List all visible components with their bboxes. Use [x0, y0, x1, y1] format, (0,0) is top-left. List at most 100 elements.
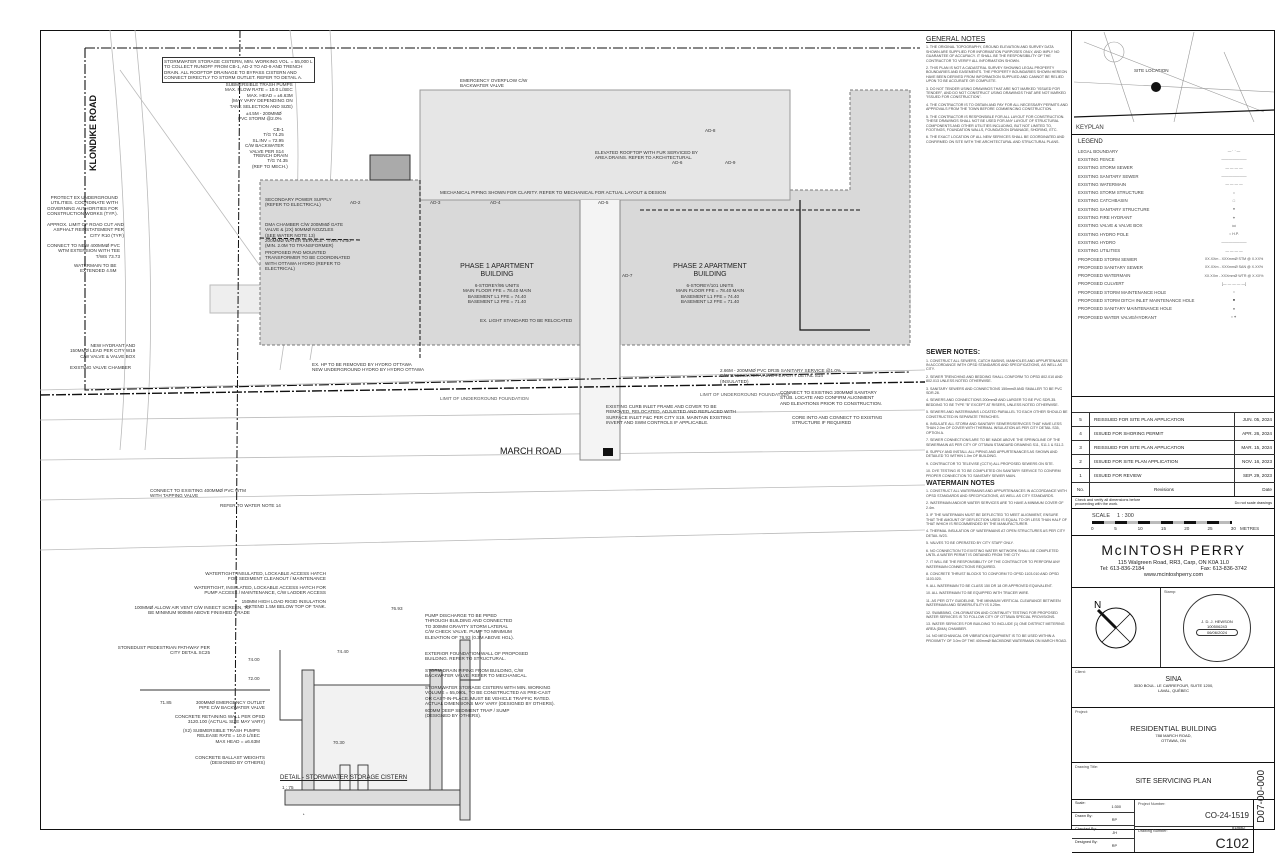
phase2-title: PHASE 2 APARTMENT BUILDING [673, 263, 747, 278]
march-road-lines [40, 369, 925, 551]
ad-label: AD-5 [598, 200, 609, 205]
legend-item: EXISTING WATERMAIN — — — — [1072, 180, 1275, 188]
sewer-note: 8. SUPPLY AND INSTALL ALL PIPING AND APP… [926, 450, 1058, 459]
detail-title: DETAIL - STORMWATER STORAGE CISTERN [280, 775, 408, 781]
callout-elevated-rooftop: ELEVATED ROOFTOP WITH FUR SERVICED BY AR… [595, 150, 698, 161]
scale-field-label: Scale: [1075, 801, 1086, 805]
legend-item: EXISTING FIRE HYDRANT ✦ [1072, 213, 1275, 221]
elevation-label: 76.93 [391, 606, 403, 611]
legend-item: EXISTING SANITARY STRUCTURE● [1072, 205, 1275, 213]
legend-label: PROPOSED WATERMAIN [1078, 273, 1131, 279]
project-name: RESIDENTIAL BUILDING [1130, 724, 1217, 733]
detail-callout: 300mmØ EMERGENCY OUTLET PIPE C/W BACKWAT… [195, 700, 265, 711]
legend-symbol: ✦ [1232, 215, 1236, 220]
scale-tick: 15 [1160, 526, 1167, 531]
water-note: 14. NO MECHANICAL OR VIBRATION EQUIPMENT… [926, 634, 1068, 643]
legend-label: EXISTING SANITARY STRUCTURE [1078, 206, 1150, 212]
company-block: McINTOSH PERRY 115 Walgreen Road, RR3, C… [1072, 536, 1275, 588]
engineer-seal: J. D. J. HEWSON 100506243 06/06/2024 [1183, 594, 1251, 662]
callout-storm-pipe: ±4.5m - 200mmØ PVC STORM @2.0% [238, 111, 282, 122]
info-block: Scale:1:300 Drawn By:RP Checked By:JH De… [1072, 800, 1254, 853]
legend-item: PROPOSED CULVERT [— — — — —] [1072, 280, 1275, 288]
water-note: 8. CONCRETE THRUST BLOCKS TO CONFORM TO … [926, 572, 1059, 581]
legend-label: EXISTING FIRE HYDRANT [1078, 215, 1133, 221]
legend-symbol: ● [1232, 306, 1236, 311]
designed-by-value: RP [1111, 844, 1117, 848]
ad-label: AD-4 [490, 200, 501, 205]
designed-by-label: Designed By: [1075, 840, 1098, 844]
project-number-label: Project Number: [1138, 802, 1166, 806]
legend-item: PROPOSED WATER VALVE/HYDRANT▪ ✦ [1072, 313, 1275, 321]
seal-date: 06/06/2024 [1196, 629, 1238, 636]
sewer-note: 1. CONSTRUCT ALL SEWERS, CATCH BASINS, M… [926, 358, 1068, 372]
klondike-road-label: KLONDIKE ROAD [88, 95, 98, 171]
seal-number: 100506243 [1206, 624, 1228, 629]
water-note: 7. IT WILL BE THE RESPONSIBILITY OF THE … [926, 560, 1061, 569]
ad-label: AD-9 [725, 160, 736, 165]
elevation-label: 74.40 [337, 649, 349, 654]
sewer-note: 4. SEWERS AND CONNECTIONS 200mmØ AND LAR… [926, 398, 1059, 407]
stamp-area: Stamp: J. D. J. HEWSON 100506243 06/06/2… [1161, 588, 1275, 667]
legend-item: EXISTING UTILITIES— — — — [1072, 247, 1275, 255]
drawing-title-label: Drawing Title: [1075, 765, 1098, 769]
scale-tick: 25 [1207, 526, 1213, 531]
callout-wtm-connection: CONNECT TO NEW 400mmØ PVC WTM EXTENSION … [47, 243, 121, 259]
detail-callout: 600mm DEEP SEDIMENT TRAP / SUMP (DESIGNE… [425, 708, 510, 719]
svg-text:N: N [1094, 600, 1101, 611]
callout-dma-chamber: DMA CHAMBER C/W 200mmØ GATE VALVE & (2X)… [265, 222, 344, 238]
drawn-by-value: RP [1111, 818, 1117, 822]
legend-label: PROPOSED SANITARY SEWER [1078, 264, 1143, 270]
scale-tick: 20 [1184, 526, 1190, 531]
legend-label: PROPOSED STORM MAINTENANCE HOLE [1078, 289, 1167, 295]
legend-symbol: — — — — [1225, 182, 1243, 187]
foundation-limit-label-2: LIMIT OF UNDERGROUND FOUNDATION [700, 392, 789, 397]
general-note: 1. THE ORIGINAL TOPOGRAPHY, GROUND ELEVA… [926, 45, 1060, 63]
legend-symbol: ○ [1232, 290, 1236, 295]
legend-label: PROPOSED CULVERT [1078, 281, 1125, 287]
ad-label: AD-7 [622, 273, 633, 278]
revision-date: JUN. 05, 2024 [1242, 417, 1272, 422]
revision-no: 2 [1072, 455, 1090, 468]
legend-item: EXISTING STORM STRUCTURE○ [1072, 188, 1275, 196]
checked-by-label: Checked By: [1075, 827, 1097, 831]
title-block: SITE LOCATION KEYPLAN LEGEND LEGAL BOUND… [1071, 30, 1275, 853]
callout-cistern: STORMWATER STORAGE CISTERN, MIN. WORKING… [162, 57, 315, 83]
scale-value: 1:300 [1111, 805, 1121, 809]
detail-callout: STORM DRAIN PIPING FROM BUILDING, C/W BA… [425, 668, 528, 679]
legend-symbol: — · · — [1227, 149, 1241, 154]
storm-pipes [259, 180, 860, 360]
legend-label: EXISTING WATERMAIN [1078, 181, 1127, 187]
company-web[interactable]: www.mcintoshperry.com [1143, 572, 1204, 578]
legend-item: EXISTING FENCE——————— [1072, 155, 1275, 163]
sewer-note: 9. CONTRACTOR TO TELEVISE (CCTV) ALL PRO… [926, 461, 1054, 466]
keyplan-map [1074, 32, 1274, 122]
client-label: Client: [1075, 670, 1086, 674]
drawing-title-block: Drawing Title: SITE SERVICING PLAN [1072, 763, 1275, 800]
detail-scale: 1 : 75 [282, 785, 294, 790]
water-note: 6. NO CONNECTION TO EXISTING WATER NETWO… [926, 548, 1059, 557]
legend-label: PROPOSED SANITARY MAINTENANCE HOLE [1078, 306, 1172, 312]
sewer-note: 6. INSULATE ALL STORM AND SANITARY SEWER… [926, 422, 1062, 435]
revision-desc: REISSUED FOR SITE PLAN APPLICATION [1090, 413, 1235, 426]
scale-ratio: 1 : 300 [1117, 513, 1134, 519]
scale-note: Do not scale drawings [1234, 501, 1272, 505]
footer-id: #18662 [1232, 825, 1246, 830]
company-address: 115 Walgreen Road, RR3, Carp, ON K0A 1L0 [1118, 560, 1229, 566]
elevation-label: 71.85 [160, 700, 172, 705]
legend-symbol: [— — — — —] [1222, 281, 1246, 286]
revision-no: 3 [1072, 441, 1090, 454]
legend-item: EXISTING SANITARY SEWER——————— [1072, 172, 1275, 180]
detail-callout: WATERTIGHT, INSULATED, LOCKABLE ACCESS H… [194, 585, 326, 596]
sanitary-service [799, 200, 870, 331]
sewer-note: 2. SEWER TRENCHING AND BEDDING SHALL CON… [926, 374, 1063, 384]
scale-tick: 10 [1137, 526, 1143, 531]
project-address: OTTAWA, ON [1161, 738, 1186, 743]
cistern-detail-section [140, 630, 481, 821]
legend-label: LEGAL BOUNDARY [1078, 148, 1119, 154]
legend-symbol: ▪ ✦ [1231, 315, 1237, 320]
